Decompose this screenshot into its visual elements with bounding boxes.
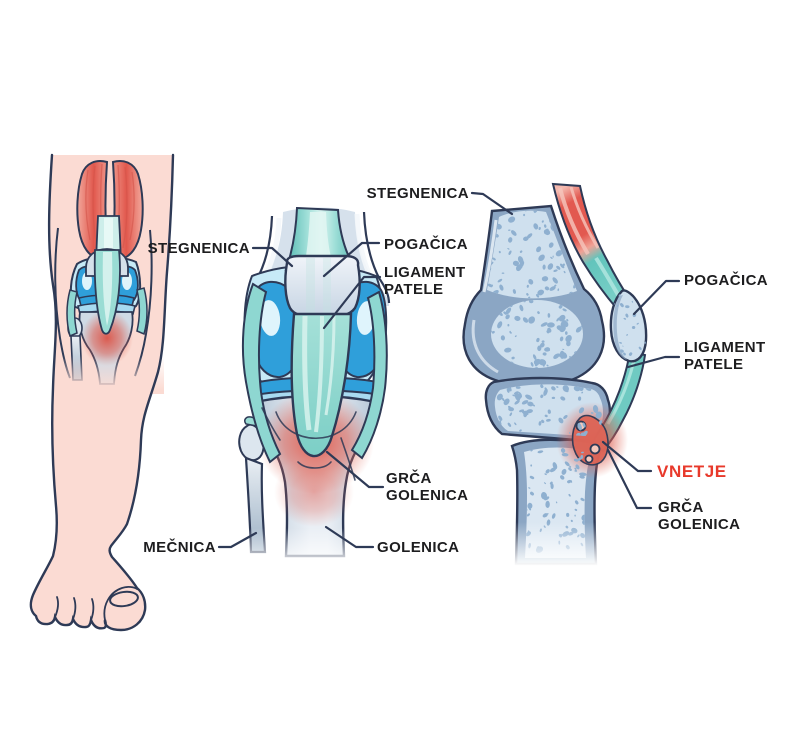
- label-grca-golenica-side: GRČA GOLENICA: [658, 499, 741, 533]
- label-ligament-patele-side: LIGAMENT PATELE: [684, 339, 766, 373]
- leader-mid-stegnenica: [251, 246, 294, 268]
- leader-side-pogacica: [632, 279, 681, 316]
- leader-golenica: [324, 525, 375, 549]
- panel-knee-side: [462, 182, 648, 574]
- collateral-ligaments-small: [66, 287, 148, 338]
- patella-front: [284, 254, 361, 319]
- label-ligament-patele-front: LIGAMENT PATELE: [384, 264, 466, 298]
- panel-leg-front: [29, 153, 175, 632]
- toenail: [109, 590, 139, 608]
- inflammation-glow-small: [81, 310, 133, 366]
- toe-creases: [54, 586, 138, 621]
- label-pogacica-front: POGAČICA: [384, 236, 469, 253]
- leader-lines: [217, 191, 681, 549]
- quadriceps-muscle: [76, 160, 144, 261]
- leader-side-ligament: [626, 355, 681, 369]
- label-vnetje: VNETJE: [657, 462, 727, 481]
- leader-side-stegnenica: [470, 191, 514, 216]
- label-pogacica-side: POGAČICA: [684, 272, 769, 289]
- label-golenica: GOLENICA: [377, 539, 460, 556]
- label-grca-golenica-front: GRČA GOLENICA: [386, 470, 469, 504]
- leader-mid-ligament: [322, 275, 382, 330]
- leader-side-grca: [606, 448, 653, 510]
- leader-mid-grca: [325, 450, 385, 489]
- label-stegnenica-front: STEGNENICA: [147, 240, 250, 257]
- leader-mid-pogacica: [322, 241, 381, 278]
- tibial-tuberosity-creases: [261, 407, 357, 481]
- collateral-ligaments-front: [241, 282, 388, 464]
- leader-mecnica: [217, 531, 258, 549]
- label-stegnenica-side: STEGNENICA: [366, 185, 469, 202]
- leader-vnetje: [601, 440, 653, 473]
- label-mecnica: MEČNICA: [143, 539, 216, 556]
- panel-knee-front: [235, 206, 395, 575]
